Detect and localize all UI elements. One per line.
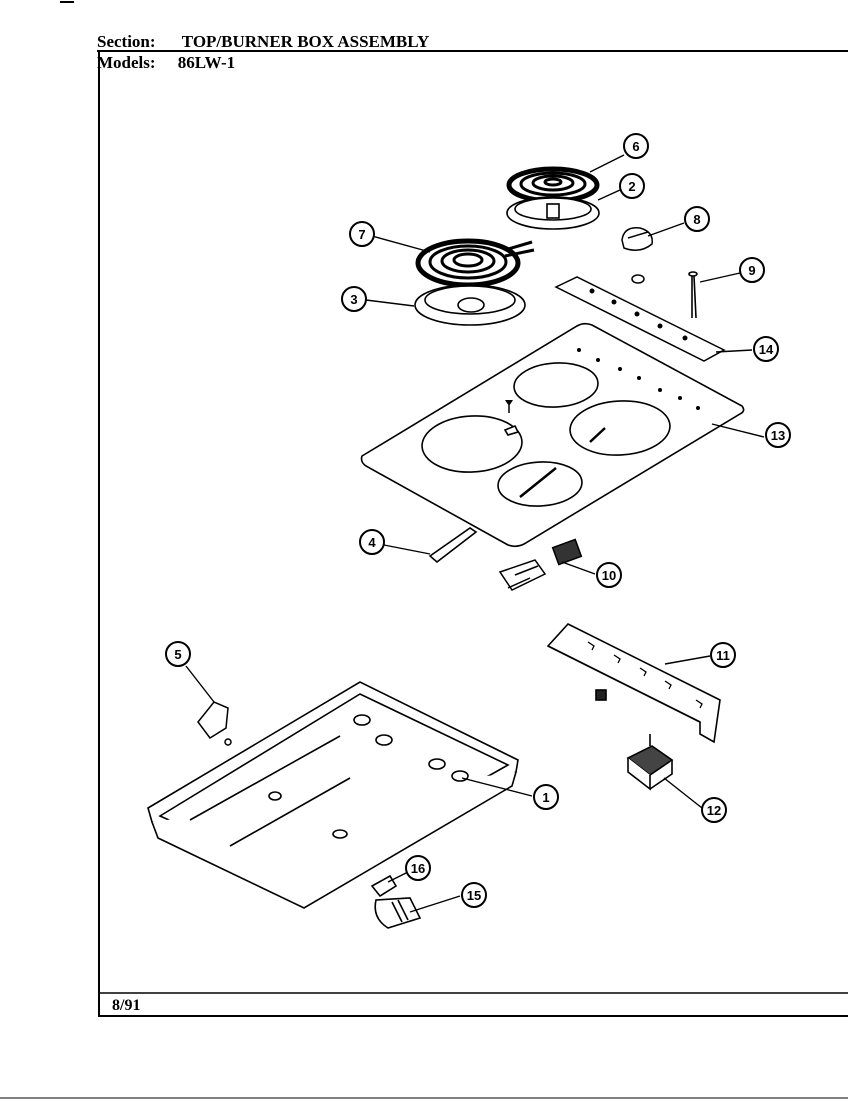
section-row: Section: TOP/BURNER BOX ASSEMBLY [97,32,429,52]
svg-text:16: 16 [411,861,425,876]
svg-text:13: 13 [771,428,785,443]
callout-13: 13 [765,422,791,448]
models-row: Models: 86LW-1 [97,53,235,73]
callout-12: 12 [701,797,727,823]
control-panel-bracket [546,623,721,744]
svg-text:11: 11 [716,648,730,663]
leader-lines [185,154,765,913]
burner-box [147,681,519,909]
cooktop-panel [360,322,745,548]
revision-date: 8/91 [112,997,141,1014]
svg-text:8: 8 [693,212,700,227]
small-drip-pan [506,196,600,230]
svg-text:1: 1 [542,790,549,805]
terminal-wire [688,271,698,319]
callout-15: 15 [461,882,487,908]
callout-14: 14 [753,336,779,362]
control-knob [621,227,653,284]
svg-text:6: 6 [632,139,639,154]
models-label: Models: [97,53,156,72]
section-label: Section: [97,32,156,51]
svg-text:7: 7 [358,227,365,242]
conduit-connector [370,874,422,929]
large-burner-element [415,238,535,288]
svg-text:10: 10 [602,568,616,583]
svg-text:3: 3 [350,292,357,307]
callout-8: 8 [684,206,710,232]
svg-text:14: 14 [759,342,774,357]
svg-text:9: 9 [748,263,755,278]
callout-11: 11 [710,642,736,668]
callout-6: 6 [623,133,649,159]
callout-3: 3 [341,286,367,312]
section-title: TOP/BURNER BOX ASSEMBLY [181,32,430,51]
infinite-switch [626,734,674,791]
svg-text:2: 2 [628,179,635,194]
svg-text:12: 12 [707,803,721,818]
callout-1: 1 [533,784,559,810]
large-drip-pan [414,284,526,326]
infinite-switch-connector [498,538,583,591]
callout-9: 9 [739,257,765,283]
callout-5: 5 [165,641,191,667]
callout-2: 2 [619,173,645,199]
models-value: 86LW-1 [177,53,236,72]
small-burner-element [506,166,600,204]
callout-4: 4 [359,529,385,555]
control-strip [554,276,726,362]
svg-text:15: 15 [467,888,481,903]
callout-16: 16 [405,855,431,881]
bracket [428,527,478,564]
callout-7: 7 [349,221,375,247]
callout-10: 10 [596,562,622,588]
svg-text:5: 5 [174,647,181,662]
terminal-block-bracket [197,701,232,746]
svg-text:4: 4 [368,535,376,550]
